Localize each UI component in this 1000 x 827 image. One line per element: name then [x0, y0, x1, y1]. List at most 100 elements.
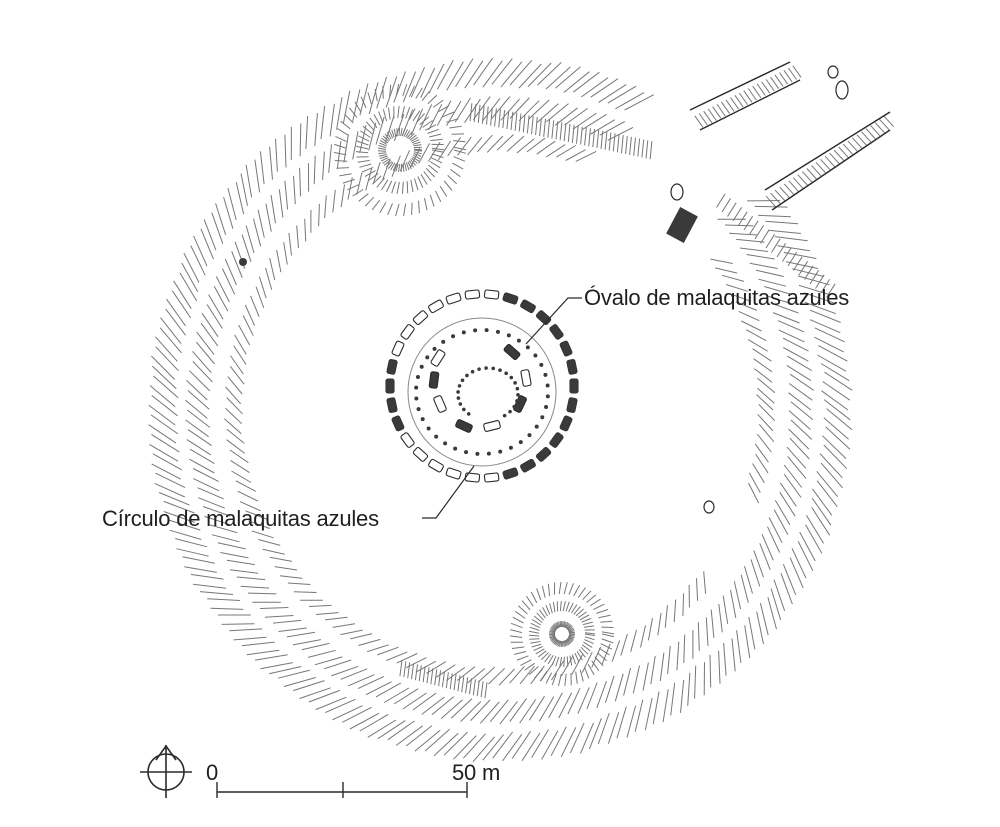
bluestone: [426, 426, 431, 431]
sarsen-stone-filled: [560, 341, 572, 356]
earthwork-hatching: [148, 57, 894, 763]
bluestone: [464, 450, 469, 455]
bluestone: [414, 396, 419, 401]
leader-lines: [422, 297, 582, 519]
oval-bluestone: [456, 390, 460, 394]
earthwork-bank: [185, 96, 814, 725]
bluestone: [540, 415, 545, 420]
north-arrow-icon: [140, 744, 192, 798]
bluestone: [425, 355, 430, 360]
stone: [445, 292, 462, 305]
station-stone-west: [239, 258, 247, 266]
oval-label: Óvalo de malaquitas azules: [584, 285, 850, 310]
trilithon-stone: [520, 369, 532, 387]
stone: [412, 446, 429, 462]
bank-segment: [765, 115, 894, 208]
north-arrowhead: [155, 744, 177, 761]
barrow-ring: [377, 127, 423, 173]
stone: [412, 310, 429, 326]
stone: [464, 289, 481, 300]
bluestone: [414, 385, 419, 390]
bluestone: [451, 334, 456, 339]
sarsen-stone-filled: [392, 416, 404, 431]
sarsen-stone-filled: [570, 379, 578, 393]
trilithon-stone: [513, 395, 527, 413]
north-barrow: [333, 83, 467, 216]
stone: [428, 299, 444, 314]
barrow-ring: [509, 581, 615, 687]
sarsen-stone-filled: [503, 293, 518, 304]
stone: [391, 340, 405, 357]
bluestone: [484, 328, 489, 333]
trilithon-stone: [428, 371, 440, 389]
north-bank-arc: [469, 103, 653, 160]
avenue-edge: [764, 111, 891, 191]
stone-arrangement: [385, 289, 579, 483]
bluestone: [443, 441, 448, 446]
bluestone: [534, 424, 539, 429]
south-barrow: [509, 581, 615, 687]
site-features: [239, 61, 891, 514]
oval-bluestone: [498, 368, 502, 372]
trilithon-stone: [483, 420, 501, 432]
bluestone: [453, 446, 458, 451]
bluestone: [545, 383, 550, 388]
bank-segment: [716, 193, 836, 298]
bluestone: [419, 364, 424, 369]
sarsen-stone-filled: [560, 416, 572, 431]
sarsen-stone-filled: [503, 468, 518, 479]
bluestone: [432, 346, 437, 351]
sarsen-stone-filled: [549, 432, 563, 448]
stone: [428, 458, 444, 473]
bank-segment: [694, 65, 802, 128]
bluestone: [420, 417, 425, 422]
bluestone: [527, 433, 532, 438]
barrow-ring: [528, 600, 596, 668]
earthwork-bank: [224, 134, 776, 686]
sarsen-lintels: [386, 293, 578, 479]
sarsen-stone-filled: [549, 324, 563, 340]
trilithon-stone: [430, 349, 446, 367]
oval-bluestone: [457, 384, 462, 388]
oval-bluestone: [502, 413, 507, 418]
circle-leader-line: [422, 465, 475, 519]
oval-bluestone: [470, 369, 475, 374]
stone: [483, 289, 500, 300]
stone: [464, 472, 481, 483]
station-stone: [670, 183, 684, 201]
bluestone: [473, 328, 478, 333]
avenue-edge: [771, 129, 891, 211]
bluestone: [518, 440, 523, 445]
sarsen-stone-filled: [387, 359, 398, 375]
heel-stone-companion: [827, 65, 839, 79]
bluestone: [525, 345, 530, 350]
bluestone: [495, 329, 500, 334]
bluestone: [508, 445, 513, 450]
barrow-ring: [355, 105, 445, 194]
oval-bluestone: [512, 404, 517, 409]
sarsen-stone-filled: [387, 397, 398, 413]
oval-bluestone: [460, 378, 465, 383]
bluestone-circle-line: [407, 317, 557, 467]
scale-end-label: 50 m: [452, 760, 501, 785]
sarsen-stone-filled: [520, 300, 536, 313]
slaughter-stone: [666, 207, 698, 243]
station-stone-south: [703, 500, 715, 514]
avenue-edge: [699, 79, 801, 131]
scale-bar: [216, 782, 468, 798]
sarsen-stone-filled: [566, 359, 577, 375]
bluestone: [475, 451, 480, 456]
stone: [445, 467, 462, 480]
oval-bluestone: [515, 386, 520, 391]
oval-bluestone: [508, 409, 512, 414]
oval-bluestone: [491, 366, 496, 371]
bluestone: [486, 451, 491, 456]
sarsen-stone-filled: [536, 310, 551, 325]
trilithon-stone: [433, 395, 447, 413]
oval-bluestone: [513, 381, 517, 385]
bluestone: [498, 449, 503, 454]
sarsen-stone-filled: [520, 459, 536, 472]
earthwork-bank: [148, 57, 853, 763]
bluestone: [506, 333, 511, 338]
bluestone: [434, 434, 439, 439]
